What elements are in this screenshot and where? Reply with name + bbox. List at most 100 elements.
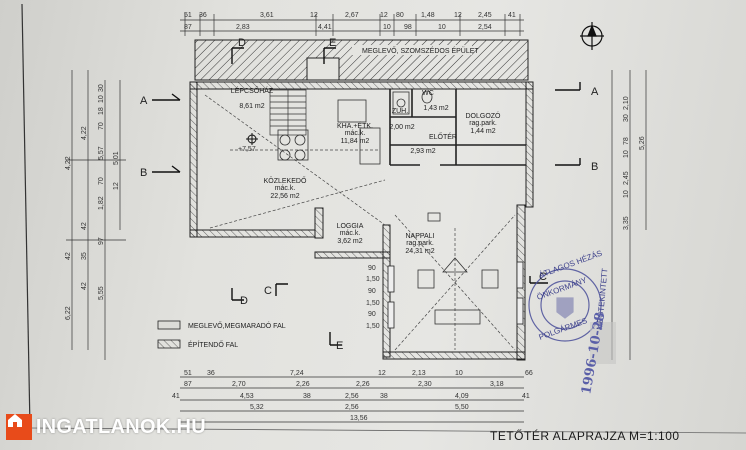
dim-bot-r2-5: 2,30 <box>418 381 432 388</box>
room-nappali-area: 24,31 m2 <box>405 248 434 255</box>
dim-top-7: 80 <box>396 12 404 19</box>
room-loggia-area: 3,62 m2 <box>337 238 362 245</box>
stamp-text: ÁTLAGOS HÉZÁS ÖNKORMÁNY POLGÁRMES MEGTEK… <box>536 249 610 396</box>
top-dims-row1: 51 36 3,61 12 2,67 12 80 1,48 12 2,45 41 <box>184 12 516 19</box>
dim-left-c3-9: 30 <box>98 84 105 92</box>
dim-right-c2-1: 5,26 <box>639 136 646 150</box>
room-eloter-area: 2,93 m2 <box>410 148 435 155</box>
dim-top-r2-5: 98 <box>404 24 412 31</box>
level-value: +7,57 <box>238 146 256 153</box>
section-arrows <box>152 47 581 346</box>
section-c-right: C <box>539 271 547 283</box>
dim-right-c1-1: 2,10 <box>623 96 630 110</box>
room-nappali-floor: rag.park. <box>406 240 434 247</box>
dim-bot-r4-3: 5,50 <box>455 404 469 411</box>
left-dimension-lines <box>66 70 126 360</box>
win-dim-1: 90 <box>368 265 376 272</box>
dim-right-c1-7: 3,35 <box>623 216 630 230</box>
section-b-right: B <box>591 161 598 173</box>
room-lepcso-area: 8,61 m2 <box>239 103 264 110</box>
dim-top-1: 51 <box>184 12 192 19</box>
dim-left-c1-1: 4,22 <box>65 156 72 170</box>
room-loggia-name: LOGGIA <box>337 223 364 230</box>
drawing-title: TETŐTÉR ALAPRAJZA M=1:100 <box>490 428 680 443</box>
dim-right-c1-2: 30 <box>623 114 630 122</box>
dim-bot-r2-3: 2,26 <box>296 381 310 388</box>
bottom-dims: 51 36 7,24 12 2,13 10 66 87 2,70 2,26 2,… <box>172 370 533 422</box>
win-dim-2: 1,50 <box>366 276 380 283</box>
stamp-date-bg <box>590 322 616 364</box>
dim-top-r2-2: 2,83 <box>236 24 250 31</box>
dim-bot-r1-3: 7,24 <box>290 370 304 377</box>
dim-left-c4-2: 5,01 <box>113 151 120 165</box>
dim-bot-r3-1: 41 <box>172 393 180 400</box>
dim-bot-r1-4: 12 <box>378 370 386 377</box>
dim-bot-r2-4: 2,26 <box>356 381 370 388</box>
dim-top-6: 12 <box>380 12 388 19</box>
room-dolgozo-name: DOLGOZÓ <box>465 111 501 120</box>
dim-top-11: 41 <box>508 12 516 19</box>
dim-top-r2-1: 87 <box>184 24 192 31</box>
room-dolgozo-floor: rag.park. <box>469 120 497 127</box>
dim-top-2: 36 <box>199 12 207 19</box>
house-icon <box>6 414 32 440</box>
room-loggia-floor: mác.k. <box>340 230 361 237</box>
staircase <box>269 89 307 136</box>
room-kozlekedo-name: KÖZLEKEDŐ <box>264 176 307 185</box>
dim-left-c2-3: 35 <box>81 252 88 260</box>
dim-top-r2-4: 10 <box>383 24 391 31</box>
stamp-line-1: ÁTLAGOS HÉZÁS <box>538 249 604 280</box>
dim-bot-r5-1: 13,56 <box>350 415 368 422</box>
dim-left-c2-2: 42 <box>81 222 88 230</box>
sheet-border-bottom <box>29 427 746 434</box>
room-wc-name: WC <box>422 90 434 97</box>
dim-left-c3-2: 97 <box>98 237 105 245</box>
section-d-top: D <box>238 37 246 49</box>
dim-left-c2-1: 4,22 <box>81 126 88 140</box>
left-dims: 4,22 42 6,22 4,22 42 35 42 5,55 97 1,82 … <box>65 84 120 320</box>
living-room-furniture <box>417 212 499 325</box>
right-dims: 2,10 30 78 10 2,45 10 3,35 5,26 <box>623 96 646 230</box>
dim-left-c3-7: 18 <box>98 107 105 115</box>
neighbor-label: MEGLEVŐ, SZOMSZÉDOS ÉPÜLET <box>362 46 479 55</box>
section-a-left: A <box>140 95 148 107</box>
official-stamp <box>528 268 602 342</box>
dim-bot-r1-6: 10 <box>455 370 463 377</box>
room-lepcso-name: LÉPCSŐHÁZ <box>231 86 274 95</box>
dim-top-9: 12 <box>454 12 462 19</box>
dim-right-c1-6: 10 <box>623 190 630 198</box>
neighbor-label-bg <box>352 45 472 55</box>
dim-right-c1-5: 2,45 <box>623 171 630 185</box>
win-dim-3: 90 <box>368 288 376 295</box>
level-marker-icon <box>246 133 258 145</box>
section-c-left: C <box>264 285 272 297</box>
dim-left-c2-4: 42 <box>81 282 88 290</box>
room-dolgozo-area: 1,44 m2 <box>470 128 495 135</box>
room-kha-area: 11,84 m2 <box>341 138 370 145</box>
win-dim-4: 1,50 <box>366 300 380 307</box>
dim-top-r2-7: 2,54 <box>478 24 492 31</box>
north-arrow-icon <box>580 22 604 50</box>
dim-top-4: 12 <box>310 12 318 19</box>
logo-text: INGATLANOK.HU <box>35 415 206 438</box>
bottom-dimension-lines <box>180 376 524 423</box>
legend-existing-label: MEGLEVŐ,MEGMARADÓ FAL <box>188 321 286 330</box>
room-wc-area: 1,43 m2 <box>423 105 448 112</box>
site-logo[interactable]: INGATLANOK.HU <box>6 411 206 443</box>
sheet-border-left <box>21 3 31 429</box>
room-kozlekedo-floor: mác.k. <box>275 185 296 192</box>
top-dims-row2: 87 2,83 4,41 10 98 10 2,54 <box>184 24 492 31</box>
dim-bot-r2-2: 2,70 <box>232 381 246 388</box>
dim-left-c3-1: 5,55 <box>98 286 105 300</box>
dim-bot-r2-6: 3,18 <box>490 381 504 388</box>
dim-left-c1-2: 42 <box>65 252 72 260</box>
dim-bot-r3-4: 2,56 <box>345 393 359 400</box>
kitchen-furniture <box>277 99 381 165</box>
section-b-left: B <box>140 167 147 179</box>
dim-bot-r1-1: 51 <box>184 370 192 377</box>
win-dim-5: 90 <box>368 311 376 318</box>
dim-left-c3-3: 1,82 <box>98 196 105 210</box>
dim-bot-r3-3: 38 <box>303 393 311 400</box>
